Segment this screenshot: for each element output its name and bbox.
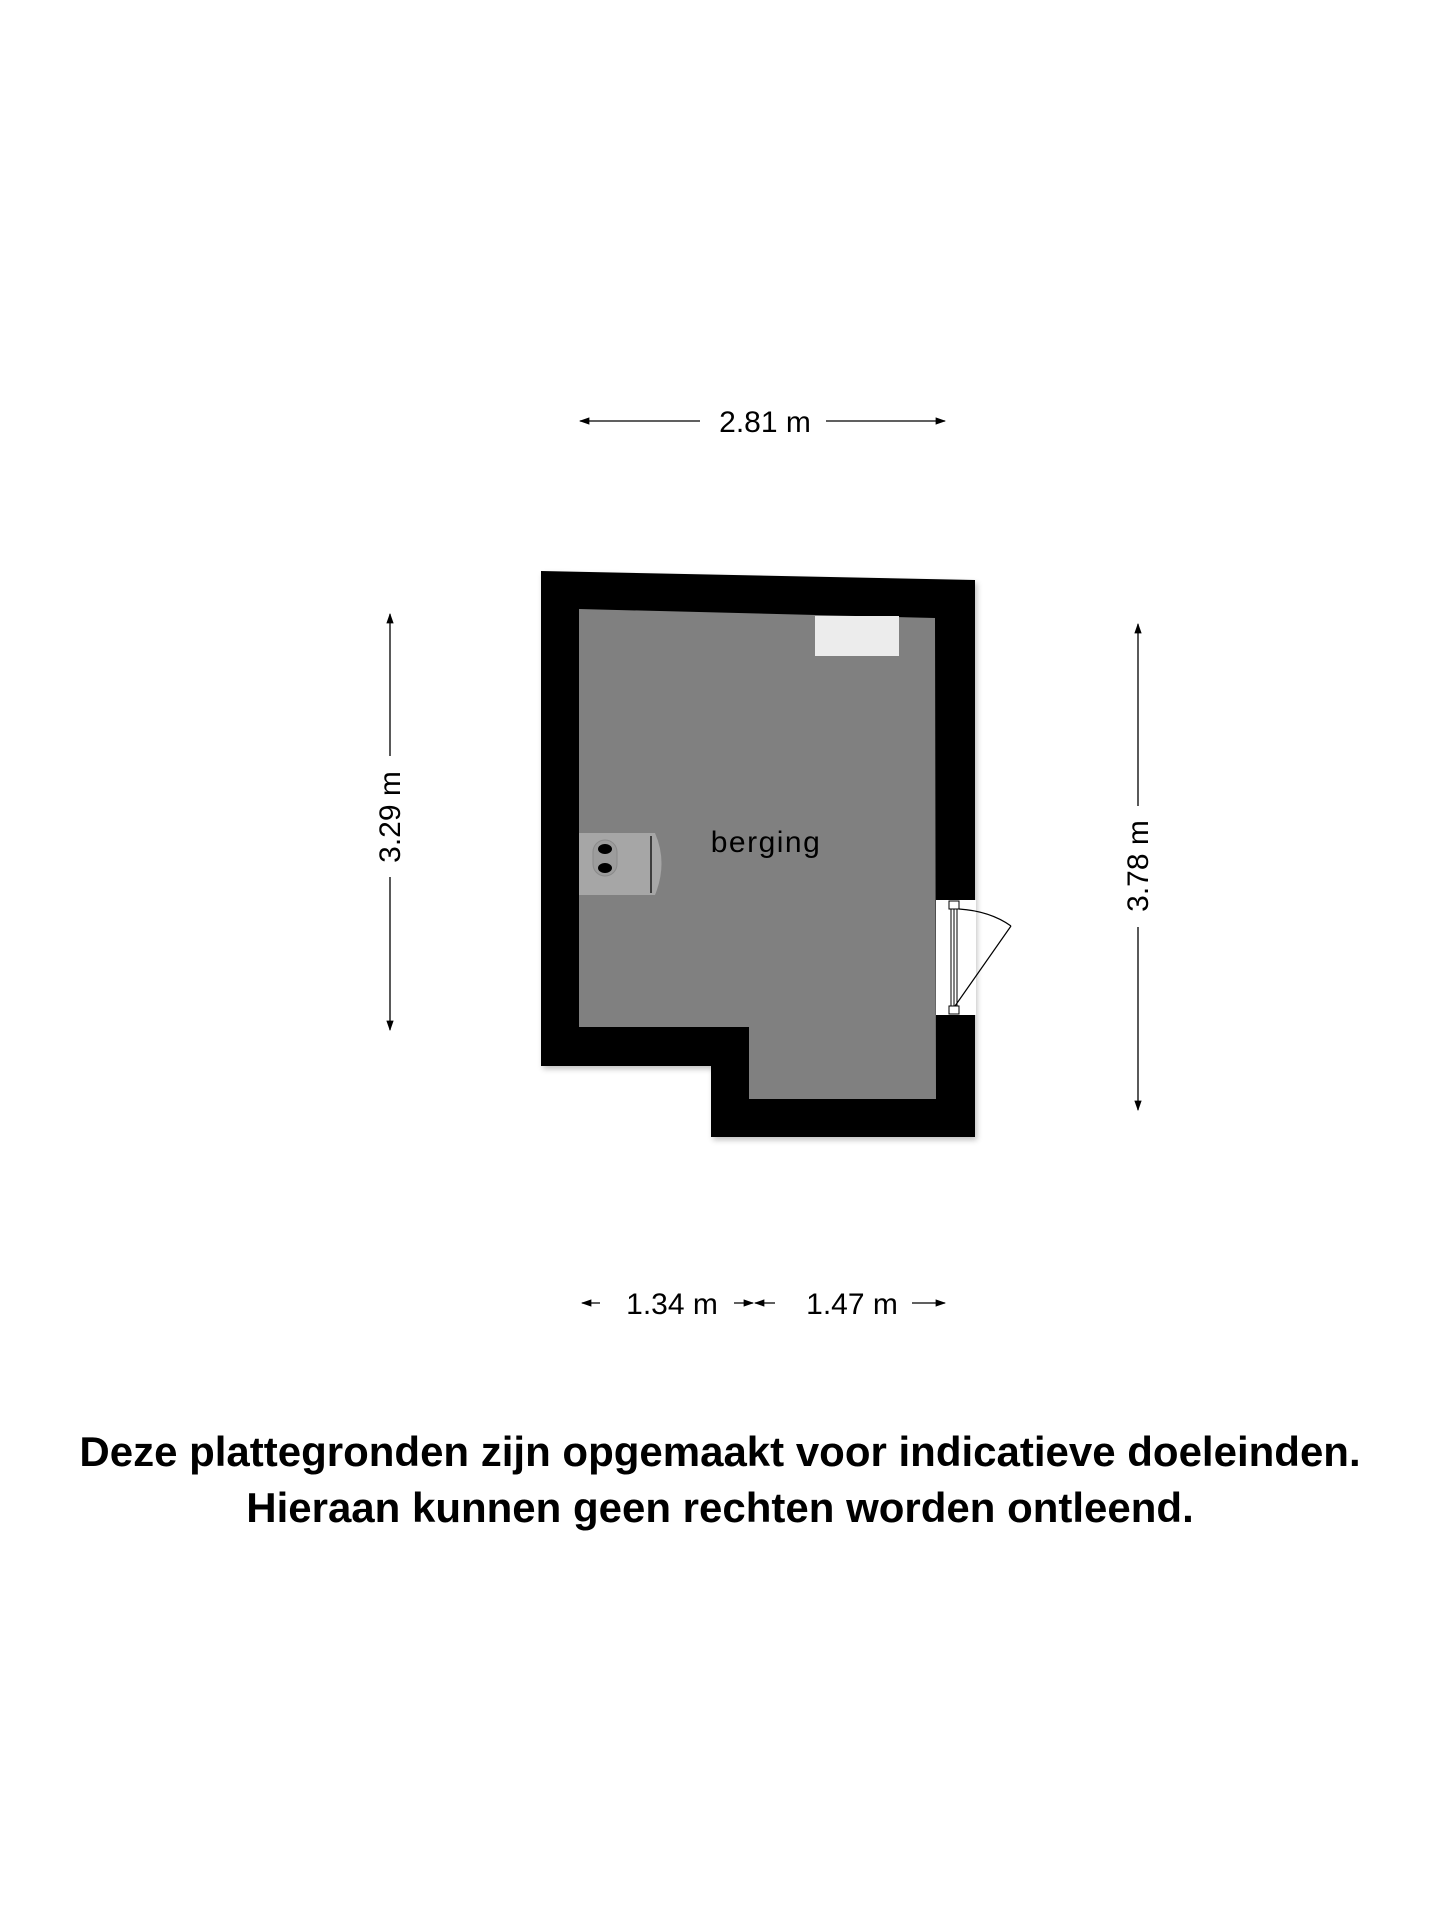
disclaimer-line-1: Deze plattegronden zijn opgemaakt voor i… (79, 1428, 1361, 1475)
disclaimer-line-2: Hieraan kunnen geen rechten worden ontle… (246, 1484, 1194, 1531)
svg-text:3.78 m: 3.78 m (1122, 820, 1155, 912)
dimension-bottom: 1.34 m 1.47 m (580, 1288, 947, 1321)
burner-icon (598, 863, 612, 873)
svg-text:1.34 m: 1.34 m (626, 1288, 718, 1321)
svg-text:2.81 m: 2.81 m (719, 406, 811, 439)
dimension-left: 3.29 m (374, 612, 407, 1032)
cooktop (579, 833, 662, 895)
room-label: berging (711, 826, 822, 859)
door[interactable] (936, 900, 1012, 1015)
dimension-right: 3.78 m (1122, 622, 1155, 1112)
svg-text:1.47 m: 1.47 m (806, 1288, 898, 1321)
svg-text:3.29 m: 3.29 m (374, 771, 407, 863)
dimension-top: 2.81 m (578, 406, 947, 439)
room-floor (579, 609, 936, 1099)
counter (815, 616, 899, 656)
burner-icon (598, 844, 612, 854)
